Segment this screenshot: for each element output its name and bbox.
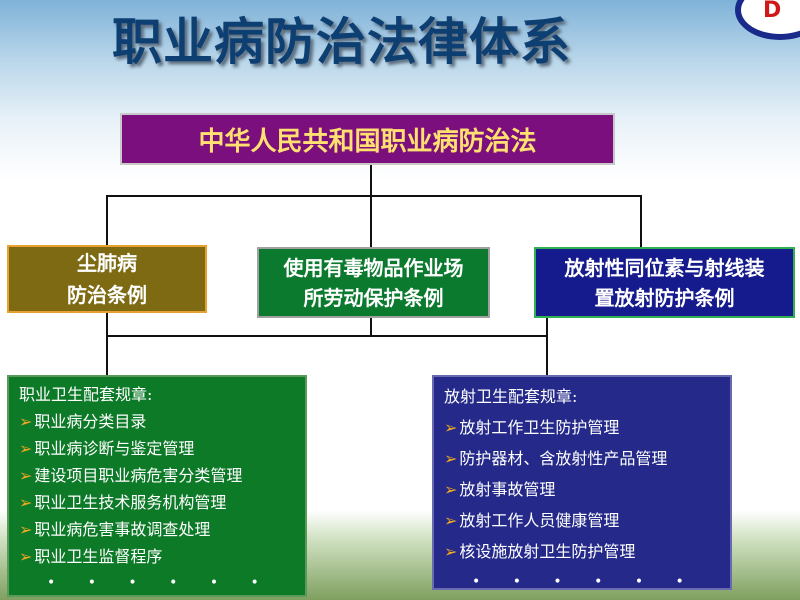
list-heading: 放射卫生配套规章: [444,387,578,406]
arrow-bullet-icon: ➢ [19,493,33,512]
slide-title: 职业病防治法律体系 [112,13,571,71]
list-item-text: 放射工作卫生防护管理 [459,418,620,437]
list-item: ➢放射工作人员健康管理 [444,505,720,536]
box-text: 放射性同位素与射线装 [564,255,765,280]
connector [106,195,108,245]
connector [106,195,642,197]
list-item: ➢放射事故管理 [444,474,720,505]
list-item-text: 职业病诊断与鉴定管理 [34,439,195,458]
list-heading: 职业卫生配套规章: [19,385,153,404]
regulation-box-toxic: 使用有毒物品作业场 所劳动保护条例 [257,247,490,318]
arrow-bullet-icon: ➢ [444,542,458,561]
box-text: 置放射防护条例 [594,285,735,310]
list-item: ➢核设施放射卫生防护管理 [444,536,720,567]
list-item-text: 职业卫生监督程序 [34,547,163,566]
arrow-bullet-icon: ➢ [444,511,458,530]
list-item-text: 放射事故管理 [459,480,556,499]
list-item-text: 核设施放射卫生防护管理 [459,542,636,561]
connector [370,318,372,336]
list-item-text: 防护器材、含放射性产品管理 [459,449,668,468]
connector [370,165,372,196]
logo-icon: D [735,0,800,40]
box-text: 尘肺病 [77,251,137,275]
arrow-bullet-icon: ➢ [19,412,33,431]
law-box: 中华人民共和国职业病防治法 [120,113,615,165]
arrow-bullet-icon: ➢ [444,418,458,437]
regulation-box-pneumoconiosis: 尘肺病 防治条例 [7,245,207,313]
arrow-bullet-icon: ➢ [444,449,458,468]
regulation-box-radiation: 放射性同位素与射线装 置放射防护条例 [534,247,795,318]
list-item: ➢防护器材、含放射性产品管理 [444,443,720,474]
more-dots: • • • • • • [472,574,698,590]
connector [640,195,642,247]
list-item-text: 职业病分类目录 [34,412,147,431]
radiation-rules-list: 放射卫生配套规章: ➢放射工作卫生防护管理➢防护器材、含放射性产品管理➢放射事故… [432,375,732,590]
list-item-text: 职业病危害事故调查处理 [34,520,211,539]
arrow-bullet-icon: ➢ [444,480,458,499]
connector [106,335,548,337]
occupational-rules-list: 职业卫生配套规章: ➢职业病分类目录➢职业病诊断与鉴定管理➢建设项目职业病危害分… [7,375,307,597]
list-item: ➢职业卫生技术服务机构管理 [19,489,295,516]
arrow-bullet-icon: ➢ [19,439,33,458]
list-item: ➢建设项目职业病危害分类管理 [19,462,295,489]
connector [370,195,372,247]
list-item: ➢职业病诊断与鉴定管理 [19,435,295,462]
connector [106,313,108,375]
more-dots: • • • • • • [47,575,273,591]
list-item-text: 建设项目职业病危害分类管理 [34,466,243,485]
arrow-bullet-icon: ➢ [19,520,33,539]
box-text: 防治条例 [67,283,147,307]
list-item: ➢放射工作卫生防护管理 [444,412,720,443]
connector [546,318,548,375]
box-text: 所劳动保护条例 [303,285,444,310]
list-item-text: 职业卫生技术服务机构管理 [34,493,227,512]
arrow-bullet-icon: ➢ [19,547,33,566]
box-text: 使用有毒物品作业场 [283,255,464,280]
arrow-bullet-icon: ➢ [19,466,33,485]
list-item: ➢职业病危害事故调查处理 [19,516,295,543]
list-item: ➢职业病分类目录 [19,408,295,435]
list-item: ➢职业卫生监督程序 [19,543,295,570]
list-item-text: 放射工作人员健康管理 [459,511,620,530]
